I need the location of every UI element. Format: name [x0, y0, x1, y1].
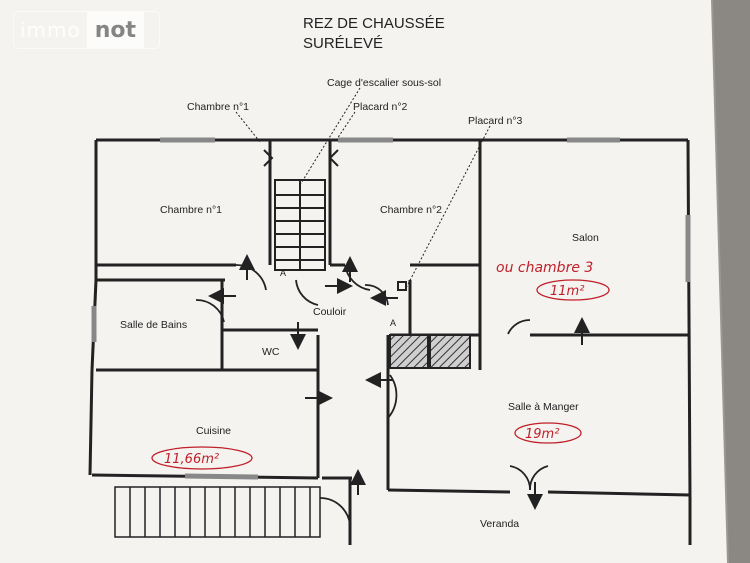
- annotation-placard2: Placard n°2: [353, 101, 408, 113]
- arrows: [208, 254, 590, 510]
- chimney-block-1: [389, 334, 429, 369]
- room-salle-de-bains: Salle de Bains: [120, 319, 187, 331]
- room-chambre1: Chambre n°1: [160, 204, 222, 216]
- staircase: [274, 179, 326, 271]
- room-couloir: Couloir: [313, 306, 347, 318]
- room-veranda: Veranda: [480, 518, 519, 530]
- handwritten-ou-chambre: ou chambre 3: [496, 260, 593, 276]
- annotation-chambre1: Chambre n°1: [187, 101, 249, 113]
- watermark-logo: immo not: [14, 12, 159, 48]
- plan-title-line1: REZ DE CHAUSSÉE: [303, 15, 445, 32]
- plan-title-line2: SURÉLEVÉ: [303, 35, 383, 52]
- chimney-block-2: [429, 334, 471, 369]
- annotation-placard3: Placard n°3: [468, 115, 523, 127]
- room-salon: Salon: [572, 232, 599, 244]
- room-wc: WC: [262, 346, 280, 358]
- room-chambre2: Chambre n°2: [380, 204, 442, 216]
- room-salle-a-manger: Salle à Manger: [508, 401, 579, 413]
- logo-part2: not: [86, 12, 145, 48]
- handwritten-salle-manger-area: 19m²: [525, 427, 559, 442]
- handwritten-salon-area: 11m²: [550, 284, 584, 299]
- room-cuisine: Cuisine: [196, 425, 231, 437]
- exterior-stairs: [114, 486, 321, 538]
- handwritten-cuisine-area: 11,66m²: [164, 452, 219, 467]
- windows: [91, 137, 691, 480]
- leader-lines: [235, 87, 491, 291]
- marker-a1: A: [280, 268, 286, 278]
- annotation-cage: Cage d'escalier sous-sol: [327, 77, 441, 89]
- marker-a2: A: [390, 318, 396, 328]
- logo-part1: immo: [20, 18, 81, 42]
